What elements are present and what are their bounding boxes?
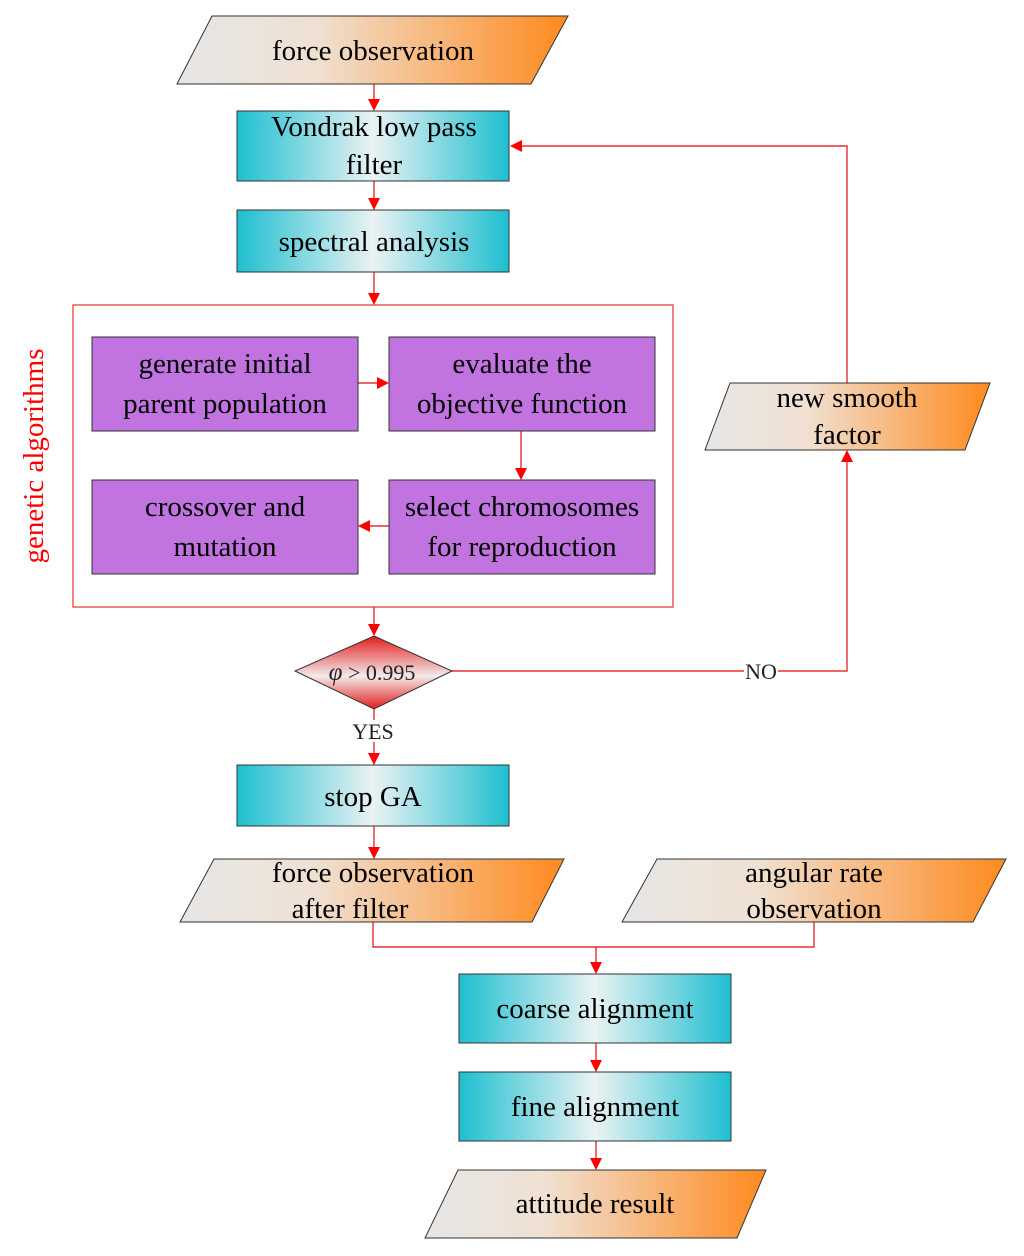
arrowhead-ga-group — [368, 293, 380, 305]
arrowhead-vondrak — [368, 99, 380, 111]
force-observation-label: force observation — [272, 35, 475, 67]
fine-alignment-label: fine alignment — [511, 1091, 679, 1123]
evaluate-objective-box — [388, 336, 656, 432]
evaluate-objective-label-line1: evaluate the — [452, 348, 591, 380]
force-observation-shape — [176, 15, 569, 85]
force-after-filter-label-line1: force observation — [272, 857, 475, 889]
crossover-mutation-label-line2: mutation — [173, 531, 277, 563]
arrowhead-crossover — [358, 520, 370, 532]
yes-label-bg — [350, 720, 396, 742]
decision-symbol: φ — [329, 659, 343, 686]
no-label-bg — [744, 660, 778, 682]
force-after-filter-shape — [179, 858, 565, 923]
spectral-analysis-label: spectral analysis — [279, 226, 470, 258]
edge-angular-to-coarse — [596, 922, 815, 948]
vondrak-filter-box — [236, 110, 510, 182]
new-smooth-factor-label-line1: new smooth — [777, 382, 918, 414]
vondrak-filter-label-line1: Vondrak low pass — [271, 111, 477, 143]
decision-condition: > 0.995 — [342, 660, 415, 685]
generate-population-label-line1: generate initial — [138, 348, 311, 380]
arrowhead-evaluate — [377, 377, 389, 389]
select-chromosomes-box — [388, 479, 656, 575]
edge-label-yes: YES — [352, 719, 394, 744]
crossover-mutation-box — [91, 479, 359, 575]
decision-diamond — [293, 635, 454, 710]
edge-force-after-to-coarse — [372, 922, 597, 966]
genetic-algorithms-group — [72, 304, 674, 608]
decision-label: φ > 0.995 — [329, 659, 416, 686]
angular-rate-shape — [621, 858, 1007, 923]
fine-alignment-box — [458, 1071, 732, 1142]
generate-population-label-line2: parent population — [123, 388, 327, 420]
evaluate-objective-label-line2: objective function — [417, 388, 628, 420]
edge-label-no: NO — [745, 659, 777, 684]
arrowhead-stop-ga — [368, 753, 380, 765]
arrowheads — [358, 99, 853, 1170]
coarse-alignment-box — [458, 973, 732, 1044]
arrowhead-force-after — [368, 847, 380, 859]
arrowhead-select — [515, 468, 527, 480]
generate-population-box — [91, 336, 359, 432]
edge-smooth-to-vondrak — [518, 145, 848, 383]
arrowhead-attitude — [590, 1158, 602, 1170]
angular-rate-label-line1: angular rate — [745, 857, 883, 889]
genetic-algorithms-label: genetic algorithms — [18, 348, 50, 563]
stop-ga-label: stop GA — [324, 781, 422, 813]
spectral-analysis-box — [236, 209, 510, 273]
arrowhead-fine — [590, 1060, 602, 1072]
crossover-mutation-label-line1: crossover and — [145, 491, 306, 523]
new-smooth-factor-shape — [704, 382, 991, 451]
force-after-filter-label-line2: after filter — [292, 893, 409, 925]
arrowhead-decision — [368, 624, 380, 636]
arrowhead-spectral — [368, 198, 380, 210]
vondrak-filter-label-line2: filter — [346, 149, 403, 181]
angular-rate-label-line2: observation — [746, 893, 882, 925]
arrowhead-coarse — [590, 962, 602, 974]
select-chromosomes-label-line1: select chromosomes — [405, 491, 639, 523]
stop-ga-box — [236, 764, 510, 827]
new-smooth-factor-label-line2: factor — [813, 419, 881, 451]
attitude-result-label: attitude result — [516, 1188, 675, 1220]
edge-decision-no — [452, 460, 848, 672]
connectors — [358, 84, 848, 1161]
arrowhead-smooth-factor — [841, 450, 853, 462]
coarse-alignment-label: coarse alignment — [496, 993, 693, 1025]
attitude-result-shape — [424, 1169, 767, 1239]
select-chromosomes-label-line2: for reproduction — [427, 531, 617, 563]
arrowhead-vondrak-feedback — [510, 140, 522, 152]
